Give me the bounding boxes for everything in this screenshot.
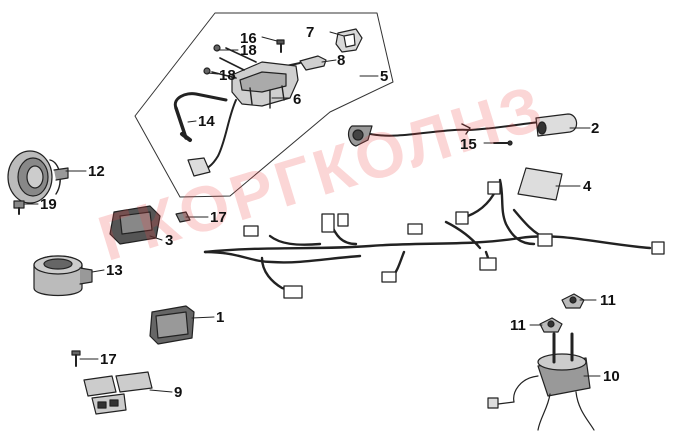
relay-part-3 <box>109 205 161 245</box>
callout-13: 13 <box>106 262 123 279</box>
callout-1: 1 <box>216 309 225 326</box>
cylinder-part-13 <box>33 255 93 297</box>
horn-part-12 <box>7 150 69 204</box>
callout-18b: 18 <box>219 67 236 84</box>
callout-17a: 17 <box>210 209 227 226</box>
callout-14: 14 <box>198 113 215 130</box>
callout-3: 3 <box>165 232 174 249</box>
callout-18a: 18 <box>240 42 257 59</box>
relay-part-1 <box>149 305 195 345</box>
nut-part-18b <box>203 67 211 75</box>
starter-relay-part-10 <box>487 332 595 431</box>
callout-4: 4 <box>583 178 592 195</box>
connector-set-part-9 <box>83 371 153 415</box>
screw-part-16 <box>276 39 285 53</box>
harness-part-6 <box>187 47 299 177</box>
callout-12: 12 <box>88 163 105 180</box>
ignition-coil-part-2 <box>347 113 578 147</box>
callout-15: 15 <box>460 136 477 153</box>
callout-16: 16 <box>240 30 257 47</box>
sheet-part-4 <box>517 167 563 201</box>
bolt-part-19 <box>13 200 25 215</box>
callout-10: 10 <box>603 368 620 385</box>
callout-7: 7 <box>306 24 315 41</box>
callout-8: 8 <box>337 52 346 69</box>
callout-5: 5 <box>380 68 389 85</box>
callout-6: 6 <box>293 91 302 108</box>
callout-17b: 17 <box>100 351 117 368</box>
harness-connectors <box>243 181 665 299</box>
clip-part-7 <box>335 28 363 53</box>
callout-11a: 11 <box>600 292 616 309</box>
group-outline <box>134 12 394 198</box>
leader-lines <box>23 31 601 393</box>
hose-part-14 <box>173 92 228 142</box>
callout-2: 2 <box>591 120 600 137</box>
nut-part-11b <box>539 317 563 333</box>
screw-part-17b <box>71 350 81 367</box>
nut-part-11a <box>561 293 585 309</box>
callout-19: 19 <box>40 196 57 213</box>
fastener-part-17a <box>175 211 191 223</box>
clamp-part-15 <box>493 140 513 146</box>
callout-11b: 11 <box>510 317 526 334</box>
callout-9: 9 <box>174 384 183 401</box>
